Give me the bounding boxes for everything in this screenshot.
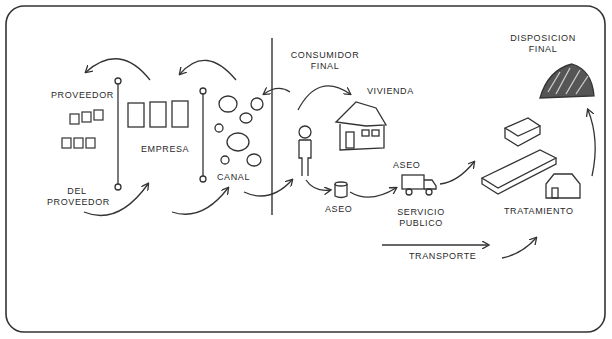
- step-label: DISPOSICION FINAL: [498, 33, 588, 56]
- flow-arrows-part: [306, 180, 330, 190]
- house-figure: [336, 102, 386, 150]
- group-label: CANAL: [216, 172, 251, 183]
- landfill-figure-part: [505, 118, 540, 136]
- channel-circles-part: [215, 124, 223, 132]
- channel-circles-part: [219, 96, 237, 112]
- truck-figure-part: [402, 175, 424, 189]
- flow-arrows-part: [502, 238, 536, 258]
- bar-posts-part: [115, 78, 121, 84]
- landfill-figure: [482, 64, 594, 194]
- bar-posts-part: [200, 88, 206, 94]
- supplier-boxes: [62, 110, 103, 148]
- supplier-boxes-part: [86, 138, 95, 148]
- bin-figure-part: [335, 182, 347, 186]
- supplier-boxes-part: [82, 112, 91, 122]
- flow-arrows-part: [440, 162, 474, 184]
- house-figure-part: [336, 102, 386, 126]
- flow-arrows-part: [264, 88, 290, 94]
- step-label: ASEO: [324, 204, 353, 215]
- channel-circles-part: [221, 156, 229, 164]
- bin-figure-part: [335, 184, 347, 198]
- channel-circles-part: [240, 113, 252, 123]
- channel-circles: [215, 96, 263, 166]
- house-figure-part: [340, 124, 384, 150]
- landfill-figure-part: [482, 158, 556, 194]
- treatment-building-part: [546, 174, 580, 198]
- truck-figure-part: [424, 180, 436, 189]
- company-boxes-part: [172, 101, 188, 127]
- group-label: EMPRESA: [140, 144, 190, 155]
- bar-posts-part: [202, 94, 203, 176]
- bar-posts-part: [117, 84, 118, 184]
- supplier-boxes-part: [94, 110, 103, 120]
- landfill-figure-part: [482, 150, 556, 188]
- person-figure-part: [299, 140, 311, 176]
- flow-arrows-part: [172, 188, 228, 214]
- flow-arrows-part: [298, 86, 350, 110]
- divider-line: [271, 38, 272, 215]
- supplier-boxes-part: [62, 138, 71, 148]
- house-figure-part: [362, 130, 369, 136]
- treatment-building: [546, 174, 580, 198]
- bin-figure: [335, 182, 347, 198]
- flow-arrows-part: [180, 60, 236, 80]
- frame-part: [6, 6, 605, 332]
- group-label: DEL PROVEEDOR: [46, 186, 108, 209]
- step-label: TRATAMIENTO: [503, 206, 575, 217]
- flow-arrows-part: [588, 110, 595, 176]
- supplier-boxes-part: [70, 114, 79, 124]
- house-figure-part: [346, 132, 354, 148]
- channel-circles-part: [247, 154, 261, 166]
- company-boxes-part: [150, 102, 166, 127]
- truck-figure-part: [406, 189, 412, 195]
- treatment-building-part: [552, 188, 558, 198]
- frame: [6, 6, 605, 332]
- bar-posts-part: [115, 184, 121, 190]
- bar-posts: [115, 78, 206, 190]
- person-figure-part: [299, 126, 311, 138]
- channel-circles-part: [227, 133, 249, 151]
- landfill-figure-part: [540, 64, 594, 98]
- flow-arrows-part: [86, 59, 150, 80]
- group-label: PROVEEDOR: [50, 90, 115, 101]
- divider-line-part: [271, 38, 272, 215]
- landfill-figure-part: [505, 126, 540, 146]
- bar-posts-part: [200, 176, 206, 182]
- group-label: CONSUMIDOR FINAL: [282, 50, 368, 73]
- place-label: VIVIENDA: [366, 86, 415, 97]
- person-figure: [299, 126, 311, 176]
- company-boxes: [128, 101, 188, 127]
- supplier-boxes-part: [74, 138, 83, 148]
- flow-arrows: [84, 59, 595, 258]
- truck-figure-part: [426, 189, 432, 195]
- house-figure-part: [372, 130, 379, 136]
- step-label: SERVICIO PUBLICO: [383, 207, 459, 230]
- landfill-figure-part: [548, 68, 588, 94]
- step-label: ASEO: [392, 160, 421, 171]
- flow-arrows-part: [244, 180, 292, 196]
- company-boxes-part: [128, 103, 144, 127]
- truck-figure: [402, 175, 436, 195]
- flow-arrows-part: [382, 244, 488, 245]
- step-label: TRANSPORTE: [408, 251, 477, 262]
- flow-arrows-part: [350, 188, 396, 197]
- channel-circles-part: [251, 98, 263, 110]
